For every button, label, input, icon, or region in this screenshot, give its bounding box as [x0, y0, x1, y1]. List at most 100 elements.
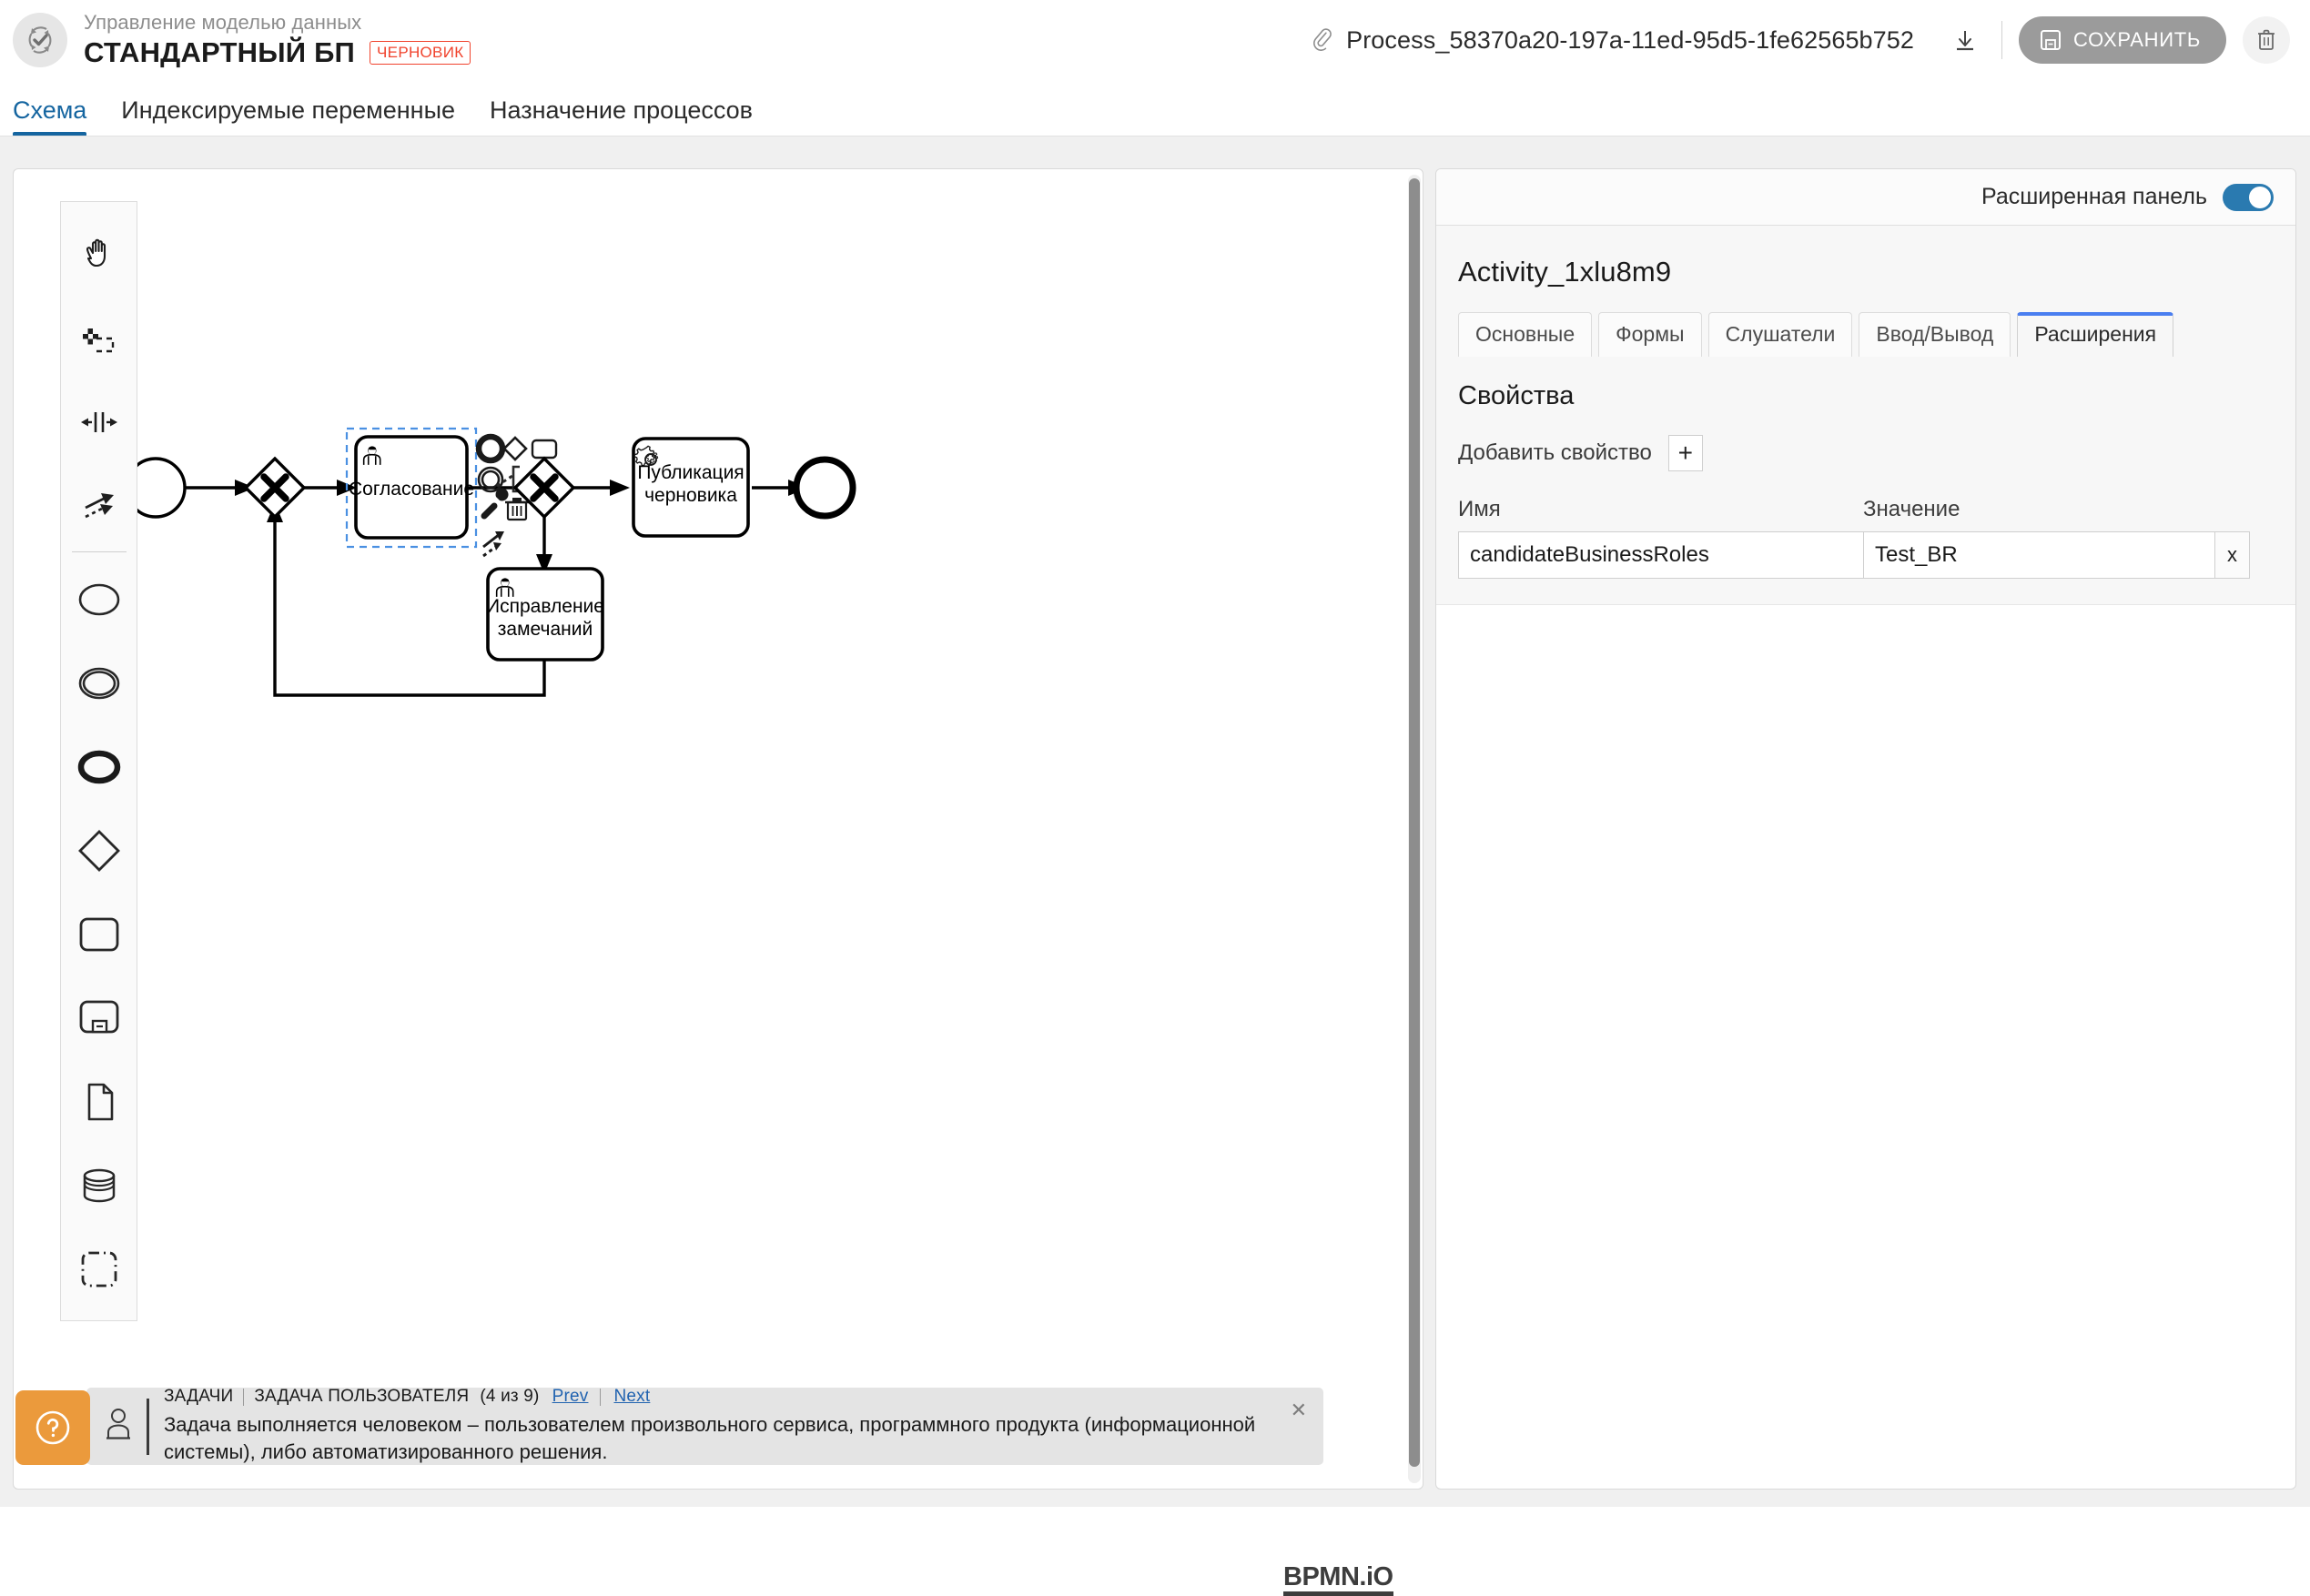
help-button[interactable] [15, 1390, 90, 1465]
palette-divider [72, 551, 127, 552]
download-icon [1952, 26, 1978, 54]
canvas-scrollbar[interactable] [1408, 175, 1421, 1483]
extended-panel-label: Расширенная панель [1981, 184, 2207, 210]
info-header-row: ЗАДАЧИ ЗАДАЧА ПОЛЬЗОВАТЕЛЯ (4 из 9) Prev… [164, 1387, 1309, 1407]
close-icon[interactable]: ✕ [1291, 1400, 1307, 1420]
add-property-label: Добавить свойство [1458, 440, 1652, 466]
svg-text:замечаний: замечаний [498, 619, 593, 640]
status-badge: ЧЕРНОВИК [370, 41, 471, 65]
space-tool-icon[interactable] [60, 380, 137, 464]
workspace: Согласование [0, 136, 2310, 1507]
info-link-separator [600, 1389, 601, 1406]
info-description: Задача выполняется человеком – пользоват… [164, 1411, 1309, 1466]
bpmn-task-publish: Публикация черновика [633, 439, 748, 536]
property-value-input[interactable] [1863, 531, 2215, 579]
element-help-box: ЗАДАЧИ ЗАДАЧА ПОЛЬЗОВАТЕЛЯ (4 из 9) Prev… [86, 1388, 1323, 1465]
diagram-canvas[interactable]: Согласование [13, 168, 1423, 1490]
table-row: x [1458, 531, 2274, 579]
svg-text:Публикация: Публикация [637, 462, 744, 483]
info-accent-bar [147, 1399, 149, 1455]
info-text-block: ЗАДАЧИ ЗАДАЧА ПОЛЬЗОВАТЕЛЯ (4 из 9) Prev… [164, 1387, 1309, 1466]
svg-text:черновика: черновика [644, 485, 737, 506]
remove-property-button[interactable]: x [2215, 531, 2250, 579]
info-next-link[interactable]: Next [613, 1387, 650, 1407]
lasso-tool-icon[interactable] [60, 297, 137, 380]
group-icon[interactable] [60, 1227, 137, 1311]
properties-tabs: Основные Формы Слушатели Ввод/Вывод Расш… [1458, 312, 2274, 357]
file-name: Process_58370a20-197a-11ed-95d5-1fe62565… [1346, 26, 1914, 55]
append-gateway-icon [504, 438, 526, 460]
breadcrumb: Управление моделью данных [84, 11, 471, 35]
trash-icon [2255, 27, 2277, 53]
question-mark-icon [32, 1407, 74, 1449]
properties-empty-area [1436, 605, 2295, 1297]
canvas-scrollbar-thumb[interactable] [1409, 178, 1420, 1467]
process-refresh-check-icon [21, 21, 59, 59]
prop-tab-slushateli[interactable]: Слушатели [1708, 312, 1853, 357]
bpmn-palette[interactable] [60, 201, 137, 1321]
tab-indexed-variables[interactable]: Индексируемые переменные [121, 96, 455, 136]
properties-panel: Расширенная панель Activity_1xlu8m9 Осно… [1435, 168, 2296, 1490]
column-header-value: Значение [1863, 497, 1960, 522]
save-disk-icon [2039, 28, 2062, 52]
bpmn-task-approval: Согласование [349, 437, 474, 538]
subprocess-icon[interactable] [60, 976, 137, 1060]
connect-tool-icon[interactable] [60, 464, 137, 548]
app-header: Управление моделью данных СТАНДАРТНЫЙ БП… [0, 0, 2310, 80]
property-name-input[interactable] [1458, 531, 1863, 579]
header-actions: Process_58370a20-197a-11ed-95d5-1fe62565… [1310, 16, 2310, 64]
user-icon [103, 1405, 134, 1448]
task-icon[interactable] [60, 893, 137, 976]
header-divider [2001, 21, 2002, 59]
bpmn-task-fix: Исправление замечаний [486, 569, 604, 660]
column-header-name: Имя [1458, 497, 1863, 522]
info-type-label: ЗАДАЧА ПОЛЬЗОВАТЕЛЯ [254, 1387, 469, 1407]
section-title: Свойства [1458, 381, 2274, 411]
connect-icon [483, 531, 504, 556]
bpmn-gateway-1 [246, 459, 304, 517]
wrench-icon [484, 488, 509, 516]
save-button-label: СОХРАНИТЬ [2073, 28, 2201, 52]
file-chip[interactable]: Process_58370a20-197a-11ed-95d5-1fe62565… [1310, 26, 1914, 55]
header-title-block: Управление моделью данных СТАНДАРТНЫЙ БП… [84, 11, 471, 69]
data-object-icon[interactable] [60, 1060, 137, 1144]
gateway-icon[interactable] [60, 809, 137, 893]
end-event-icon[interactable] [60, 725, 137, 809]
info-counter: (4 из 9) [480, 1387, 539, 1407]
toggle-knob [2249, 187, 2271, 208]
save-button[interactable]: СОХРАНИТЬ [2019, 16, 2226, 64]
info-group-label: ЗАДАЧИ [164, 1387, 243, 1407]
app-logo [13, 13, 67, 67]
trash-icon [505, 498, 529, 520]
info-separator [243, 1389, 244, 1406]
main-tabbar: Схема Индексируемые переменные Назначени… [0, 80, 2310, 136]
tab-process-assignment[interactable]: Назначение процессов [490, 96, 753, 136]
hand-tool-icon[interactable] [60, 213, 137, 297]
prop-tab-formy[interactable]: Формы [1598, 312, 1701, 357]
page-title: СТАНДАРТНЫЙ БП [84, 36, 355, 69]
data-store-icon[interactable] [60, 1144, 137, 1227]
paperclip-icon [1310, 26, 1333, 54]
bpmn-diagram: Согласование [14, 169, 1423, 1489]
add-property-button[interactable]: + [1668, 435, 1703, 471]
append-task-icon [532, 440, 556, 458]
bpmn-end-event [796, 460, 853, 516]
add-property-row: Добавить свойство + [1458, 435, 2274, 471]
append-end-event-icon [479, 437, 502, 460]
svg-text:Согласование: Согласование [349, 479, 474, 500]
prop-tab-osnovnye[interactable]: Основные [1458, 312, 1592, 357]
info-prev-link[interactable]: Prev [552, 1387, 589, 1407]
prop-tab-rasshireniya[interactable]: Расширения [2017, 312, 2173, 357]
svg-text:Исправление: Исправление [486, 596, 604, 617]
entity-name: Activity_1xlu8m9 [1458, 226, 2274, 312]
extended-panel-toggle[interactable] [2223, 184, 2274, 211]
download-button[interactable] [1945, 20, 1985, 60]
prop-tab-vvod-vyvod[interactable]: Ввод/Вывод [1859, 312, 2011, 357]
tab-shema[interactable]: Схема [13, 96, 86, 136]
properties-table-header: Имя Значение [1458, 497, 2274, 522]
properties-content: Activity_1xlu8m9 Основные Формы Слушател… [1436, 226, 2295, 605]
start-event-icon[interactable] [60, 558, 137, 641]
bpmnio-watermark: BPMN.iO [1283, 1563, 1393, 1596]
delete-button[interactable] [2243, 16, 2290, 64]
intermediate-event-icon[interactable] [60, 641, 137, 725]
